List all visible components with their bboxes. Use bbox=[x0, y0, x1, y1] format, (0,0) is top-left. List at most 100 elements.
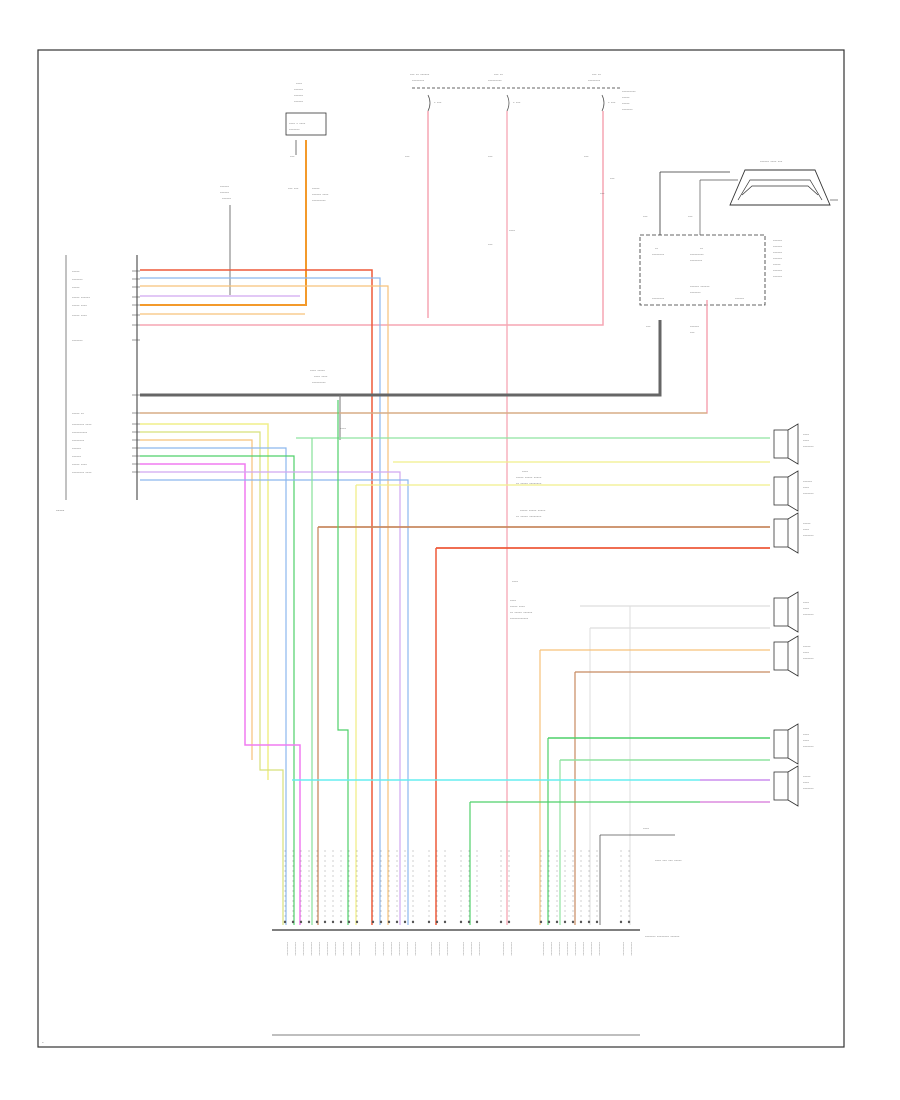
fuse-b-label-2: --------- bbox=[488, 78, 502, 83]
speaker-label: ------ bbox=[803, 479, 813, 484]
speaker-label: ------- bbox=[803, 744, 814, 749]
svg-text:------ ----: ------ ---- bbox=[312, 192, 329, 197]
svg-text:---- -----: ---- ----- bbox=[310, 368, 325, 373]
left-connector-label: ---------- bbox=[72, 430, 88, 435]
switch-label-2: ------ bbox=[294, 87, 304, 92]
fuse-c-label-2: -------- bbox=[588, 78, 601, 83]
pin-label: --------- bbox=[510, 942, 515, 956]
svg-text:---- - ----: ---- - ---- bbox=[289, 121, 306, 126]
radio-connector-bottom: ------- -------- ------ bbox=[272, 929, 680, 1036]
pin-label: --------- bbox=[374, 942, 379, 956]
module-note-6: ------ bbox=[773, 268, 783, 273]
fuse-b-label-1: --- -- bbox=[494, 72, 503, 77]
pin-label: --------- bbox=[622, 942, 627, 956]
pin-label: --------- bbox=[326, 942, 331, 956]
module-label-1: ------ ------ bbox=[690, 284, 710, 289]
svg-text:--------: -------- bbox=[690, 258, 703, 263]
svg-text:----: ---- bbox=[340, 426, 347, 431]
pin-label: --------- bbox=[310, 942, 315, 956]
left-connector-label: ----- ---- bbox=[72, 462, 87, 467]
bottom-pin-labels: ----------------------------------------… bbox=[283, 850, 635, 956]
svg-text:---: --- bbox=[643, 214, 648, 219]
svg-text:---: --- bbox=[610, 176, 615, 181]
svg-text:---------: --------- bbox=[312, 380, 326, 385]
pin-label: --------- bbox=[318, 942, 323, 956]
speaker-label: ----- bbox=[803, 644, 811, 649]
amplifier-module: -- -------- -- --------- -------- ------… bbox=[639, 234, 783, 306]
ground-label-3: ------ bbox=[222, 196, 232, 201]
svg-text:-------: ------- bbox=[289, 127, 300, 132]
svg-text:----: ---- bbox=[512, 579, 519, 584]
pin-label: --------- bbox=[302, 942, 307, 956]
pin-label: --------- bbox=[398, 942, 403, 956]
pin-label: --------- bbox=[430, 942, 435, 956]
speaker-label: ---- bbox=[803, 527, 810, 532]
fuse-a-label-2: -------- bbox=[412, 78, 425, 83]
junction-note-4: ------- bbox=[622, 107, 633, 112]
speaker-label: ---- bbox=[803, 606, 810, 611]
svg-text:----- ----: ----- ---- bbox=[510, 604, 525, 609]
svg-text:----: ---- bbox=[643, 826, 650, 831]
svg-text:-----: ----- bbox=[312, 186, 320, 191]
pin-label: --------- bbox=[382, 942, 387, 956]
fuse-a-label-1: --- -- ------ bbox=[410, 72, 430, 77]
module-note-1: ------ bbox=[773, 238, 783, 243]
svg-text:--: -- bbox=[700, 246, 704, 251]
switch-label-3: ------ bbox=[294, 93, 304, 98]
left-connector-label: ----- ------ bbox=[72, 295, 90, 300]
pin-label: --------- bbox=[350, 942, 355, 956]
switch-label-1: ---- bbox=[296, 81, 303, 86]
left-connector-name: ----- bbox=[56, 509, 65, 514]
speaker: ----------------- bbox=[773, 470, 814, 512]
pin-label: --------- bbox=[550, 942, 555, 956]
left-connector-label: ------ bbox=[72, 446, 82, 451]
svg-text:----: ---- bbox=[509, 228, 516, 233]
speaker-label: ------- bbox=[803, 786, 814, 791]
junction-note-1: --------- bbox=[622, 89, 636, 94]
speaker-label: ---- bbox=[803, 432, 810, 437]
svg-text:------: ------ bbox=[735, 296, 745, 301]
wire-notes: ---- ----- ---- ---- --------- ---- ----… bbox=[288, 154, 700, 863]
svg-text:- ---: - --- bbox=[608, 100, 616, 105]
svg-text:-- ----- --------: -- ----- -------- bbox=[516, 481, 542, 486]
speaker-label: ------- bbox=[803, 612, 814, 617]
pin-label: --------- bbox=[438, 942, 443, 956]
left-connector-label: ------ bbox=[72, 454, 82, 459]
svg-text:-- ----- --------: -- ----- -------- bbox=[516, 514, 542, 519]
svg-text:---: --- bbox=[688, 214, 693, 219]
speaker: --------------- bbox=[773, 591, 814, 633]
pin-label: --------- bbox=[358, 942, 363, 956]
fuse-c-label-1: --- -- bbox=[592, 72, 601, 77]
svg-text:------: ------ bbox=[690, 324, 700, 329]
pin-label: --------- bbox=[390, 942, 395, 956]
module-note-5: ----- bbox=[773, 262, 781, 267]
wire-harness bbox=[140, 111, 770, 925]
pin-label: --------- bbox=[342, 942, 347, 956]
left-connector-label: ----- -- bbox=[72, 411, 84, 416]
speaker-label: ------- bbox=[803, 656, 814, 661]
left-connector-label: -------- ---- bbox=[72, 470, 92, 475]
svg-text:----: ---- bbox=[510, 598, 517, 603]
svg-text:---: --- bbox=[646, 324, 651, 329]
module-label-2: ------- bbox=[690, 290, 701, 295]
pin-label: --------- bbox=[294, 942, 299, 956]
pin-label: --------- bbox=[598, 942, 603, 956]
left-connector-label: ------- bbox=[72, 338, 83, 343]
diagram-frame bbox=[37, 49, 845, 1048]
speaker-label: ----- bbox=[803, 774, 811, 779]
pin-label: --------- bbox=[590, 942, 595, 956]
pin-label: --------- bbox=[406, 942, 411, 956]
speaker-group: ----------------------------------------… bbox=[773, 423, 814, 807]
pin-label: --------- bbox=[630, 942, 635, 956]
left-connector-label: ------- bbox=[72, 277, 83, 282]
corner-code: - bbox=[42, 1041, 44, 1046]
speaker-label: ------- bbox=[803, 444, 814, 449]
svg-text:--: -- bbox=[655, 246, 659, 251]
left-connector-label: ----- bbox=[72, 269, 80, 274]
speaker: --------------- bbox=[773, 723, 814, 765]
speaker-label: ------- bbox=[803, 533, 814, 538]
left-connector-label: ----- bbox=[72, 285, 80, 290]
pin-label: --------- bbox=[566, 942, 571, 956]
svg-text:------------: ------------ bbox=[510, 616, 529, 621]
